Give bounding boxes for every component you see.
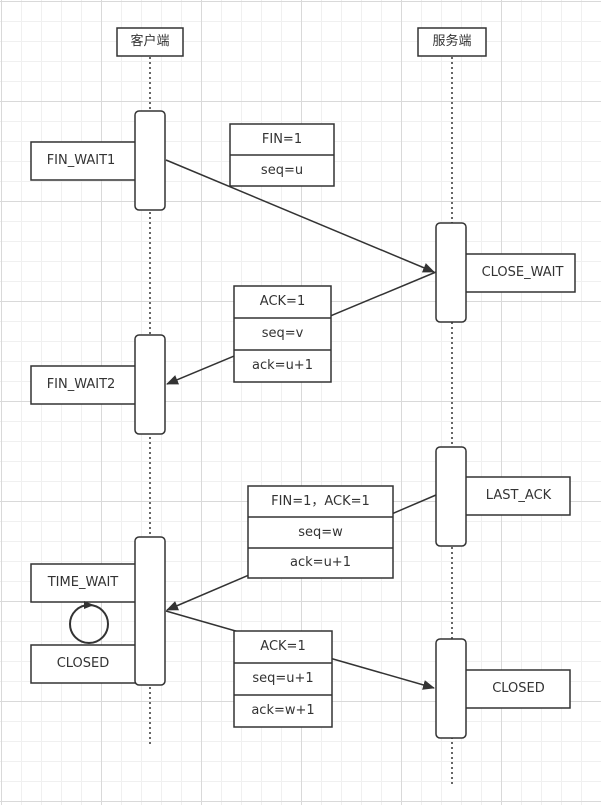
closed-server-label: CLOSED xyxy=(492,681,545,696)
server-activation-2 xyxy=(435,446,467,547)
last-ack-box xyxy=(463,476,571,516)
server-activation-1 xyxy=(435,222,467,323)
client-activation-2 xyxy=(134,334,166,435)
msg2-ack-label: ack=u+1 xyxy=(252,358,313,373)
msg3-flags-label: FIN=1，ACK=1 xyxy=(271,494,370,509)
fin-arrow xyxy=(165,159,435,273)
server-activation-3 xyxy=(435,638,467,739)
msg2-seq-label: seq=v xyxy=(261,326,304,341)
msg4-ack-flag-label: ACK=1 xyxy=(260,639,306,654)
msg3-seq-label: seq=w xyxy=(298,525,343,540)
server-label: 服务端 xyxy=(432,34,472,49)
closed-server-box xyxy=(463,669,571,709)
msg4-box xyxy=(233,630,333,728)
msg2-box xyxy=(233,285,332,383)
client-header-box xyxy=(116,27,184,57)
closed-client-label: CLOSED xyxy=(56,656,110,671)
last-ack-label: LAST_ACK xyxy=(485,488,552,503)
server-header-box xyxy=(417,27,487,57)
msg1-seq-label: seq=u xyxy=(260,163,304,178)
client-activation-3 xyxy=(134,536,166,686)
close-wait-box xyxy=(463,253,576,293)
loop-arrow-icon xyxy=(84,601,94,609)
loop-icon xyxy=(69,604,109,644)
closed-client-box xyxy=(30,644,145,684)
client-activation-1 xyxy=(134,110,166,211)
msg3-ack-label: ack=u+1 xyxy=(290,555,351,570)
fin-wait2-label: FIN_WAIT2 xyxy=(46,377,116,392)
fin-wait1-box xyxy=(30,141,145,181)
msg2-ack-flag-label: ACK=1 xyxy=(259,294,306,309)
client-label: 客户端 xyxy=(130,34,170,49)
time-wait-label: TIME_WAIT xyxy=(47,575,119,590)
msg1-fin-label: FIN=1 xyxy=(261,132,303,147)
close-wait-label: CLOSE_WAIT xyxy=(481,265,564,280)
msg4-seq-label: seq=u+1 xyxy=(252,671,314,686)
fin-wait1-label: FIN_WAIT1 xyxy=(46,153,116,168)
msg4-ack-label: ack=w+1 xyxy=(251,703,315,718)
msg3-box xyxy=(247,485,394,579)
